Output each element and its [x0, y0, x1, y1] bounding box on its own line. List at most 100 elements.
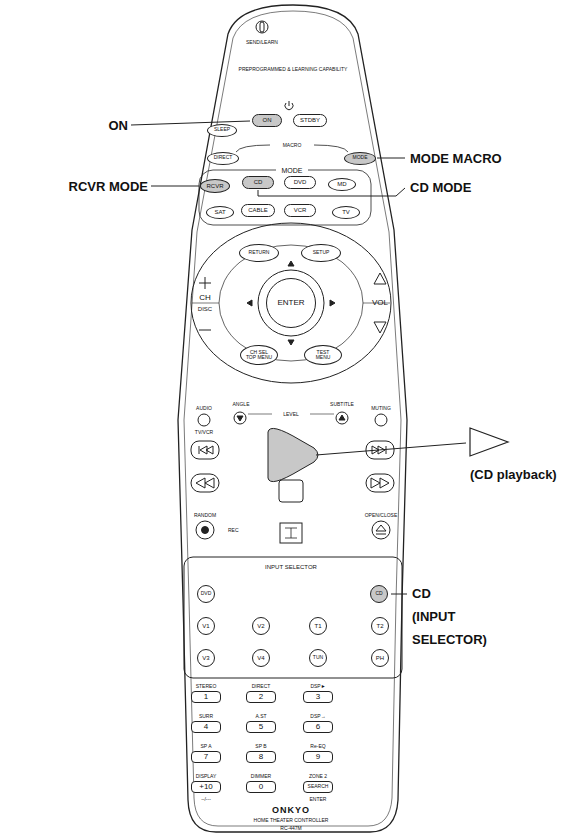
- remote-button: MODE: [344, 152, 376, 165]
- button-label: STDBY: [300, 117, 320, 123]
- cursor-ring: [192, 303, 219, 304]
- cursor-ring: [191, 223, 391, 383]
- button-label: 6: [316, 723, 320, 731]
- button-label: MENU: [316, 355, 331, 360]
- small-round-buttons: [339, 415, 345, 420]
- remote-button: STDBY: [293, 114, 327, 127]
- transport-buttons: [279, 480, 303, 502]
- printed-label: --/---: [201, 797, 211, 802]
- button-label: 8: [259, 753, 263, 761]
- printed-label: Re-EQ: [310, 744, 325, 749]
- button-label: 3: [316, 693, 320, 701]
- printed-label: A.ST: [255, 714, 266, 719]
- remote-button: T1: [309, 617, 327, 635]
- remote-button: DVD: [197, 585, 215, 603]
- remote-button: CH SELTOP MENU: [240, 345, 278, 365]
- printed-label: SP B: [255, 744, 266, 749]
- remote-button: CD: [370, 585, 388, 603]
- remote-button: TUN: [309, 649, 327, 667]
- remote-button: 9: [303, 751, 333, 763]
- button-label: 0: [259, 783, 263, 791]
- remote-button: DIRECT: [207, 152, 239, 165]
- transport-buttons: [196, 478, 214, 488]
- remote-button: CABLE: [241, 204, 275, 217]
- printed-label: OPEN/CLOSE: [365, 513, 398, 518]
- remote-button: 6: [303, 721, 333, 733]
- printed-label: TV/VCR: [195, 430, 213, 435]
- printed-label: CH: [199, 294, 211, 302]
- send-learn-led: [256, 21, 268, 33]
- printed-label: PREPROGRAMMED & LEARNING CAPABILITY: [239, 67, 348, 72]
- callout-label: CD MODE: [410, 181, 471, 194]
- button-label: SETUP: [313, 250, 330, 255]
- printed-label: STEREO: [196, 684, 217, 689]
- transport-buttons: [202, 527, 209, 534]
- printed-label: AUDIO: [196, 406, 212, 411]
- remote-button: V3: [197, 649, 215, 667]
- remote-button: TV: [332, 206, 360, 219]
- printed-label: DIMMER: [251, 774, 271, 779]
- printed-label: SUBTITLE: [330, 402, 354, 407]
- leader-lines: [131, 121, 250, 125]
- remote-button: MD: [328, 178, 356, 191]
- arrow-marks: [288, 340, 294, 345]
- transport-buttons: [366, 474, 394, 492]
- transport-buttons: [285, 528, 297, 538]
- button-label: DVD: [294, 179, 307, 185]
- cursor-ring: [191, 223, 391, 383]
- remote-button: RETURN: [239, 244, 279, 262]
- printed-label: RANDOM: [194, 513, 216, 518]
- remote-button: V2: [252, 617, 270, 635]
- remote-body: [178, 5, 407, 832]
- remote-button: SETUP: [301, 244, 341, 262]
- callout-label: MODE MACRO: [410, 152, 502, 165]
- printed-label: MUTING: [371, 406, 391, 411]
- input-selector-panel: [184, 557, 402, 678]
- button-label: T1: [314, 623, 321, 629]
- small-round-buttons: [198, 412, 387, 426]
- button-label: T2: [376, 623, 383, 629]
- button-label: ENTER: [277, 299, 304, 307]
- button-label: 1: [204, 693, 208, 701]
- remote-body: [178, 5, 407, 832]
- button-label: TUN: [313, 655, 323, 660]
- printed-label: INPUT SELECTOR: [265, 564, 317, 570]
- callout-label: (CD playback): [470, 468, 557, 481]
- remote-button: 4: [191, 721, 221, 733]
- printed-label: ENTER: [310, 797, 327, 802]
- remote-button: ON: [252, 114, 282, 127]
- small-round-buttons: [198, 414, 210, 426]
- small-round-buttons: [310, 414, 334, 415]
- button-label: CD: [375, 591, 382, 596]
- send-learn-led: [256, 21, 268, 33]
- transport-buttons: [372, 521, 390, 539]
- remote-button: RCVR: [200, 179, 230, 193]
- arrow-marks: [330, 300, 335, 306]
- remote-button: 2: [246, 691, 276, 703]
- small-round-buttons: [237, 416, 243, 421]
- callout-label: ON: [109, 119, 129, 132]
- remote-button: TESTMENU: [304, 345, 342, 365]
- button-label: 5: [259, 723, 263, 731]
- transport-buttons: [196, 521, 214, 539]
- button-label: V3: [202, 655, 209, 661]
- arrow-marks: [199, 330, 211, 331]
- transport-buttons: [199, 446, 213, 454]
- button-label: DIRECT: [214, 155, 233, 160]
- leader-lines: [377, 158, 405, 159]
- small-round-buttons: [248, 414, 272, 415]
- remote-button: SAT: [206, 206, 234, 219]
- button-label: +10: [199, 783, 213, 791]
- button-label: MD: [337, 181, 346, 187]
- macro-bracket: [314, 145, 348, 152]
- transport-buttons: [268, 428, 318, 481]
- printed-label: HOME THEATER CONTROLLER: [254, 818, 329, 823]
- remote-button: V4: [252, 649, 270, 667]
- button-label: V4: [257, 655, 264, 661]
- input-selector-panel: [236, 562, 346, 572]
- printed-label: LEVEL: [283, 412, 299, 417]
- remote-button: 1: [191, 691, 221, 703]
- printed-label: MODE: [282, 167, 303, 174]
- printed-label: SP A: [200, 744, 211, 749]
